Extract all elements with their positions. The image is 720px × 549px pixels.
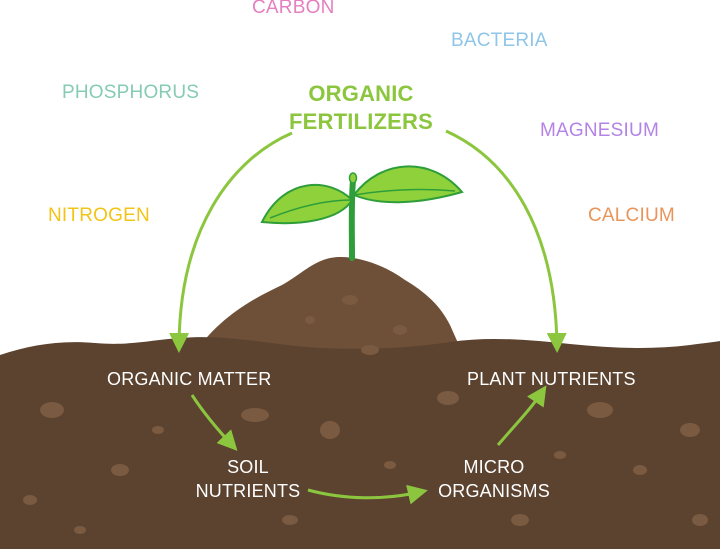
cycle-soil-nutrients: SOIL NUTRIENTS: [196, 455, 301, 503]
soil-nutrients-line-2: NUTRIENTS: [195, 481, 301, 501]
nutrient-bacteria: BACTERIA: [451, 30, 548, 51]
soil-pebbles: [23, 295, 708, 534]
nutrient-phosphorus: PHOSPHORUS: [62, 82, 200, 103]
micro-organisms-line-1: MICRO: [463, 457, 525, 477]
cycle-organic-matter: ORGANIC MATTER: [107, 369, 272, 389]
micro-organisms-line-2: ORGANISMS: [438, 481, 550, 501]
nutrient-calcium: CALCIUM: [588, 205, 675, 226]
nutrient-magnesium: MAGNESIUM: [540, 120, 659, 141]
cycle-micro-organisms: MICRO ORGANISMS: [438, 455, 550, 503]
seedling-icon: [260, 165, 464, 261]
diagram-title: ORGANIC FERTILIZERS: [289, 80, 433, 136]
arrow-micro-to-plant: [496, 385, 547, 446]
title-line-2: FERTILIZERS: [289, 109, 433, 134]
cycle-plant-nutrients: PLANT NUTRIENTS: [467, 369, 636, 389]
cycle-arrow-left: [169, 131, 293, 353]
arrow-organic-to-soil: [190, 394, 238, 451]
cycle-arrow-right: [445, 129, 567, 353]
title-line-1: ORGANIC: [308, 81, 414, 106]
soil-nutrients-line-1: SOIL: [227, 457, 269, 477]
nutrient-carbon: CARBON: [252, 0, 335, 18]
nutrient-nitrogen: NITROGEN: [48, 205, 150, 226]
arrow-soil-to-micro: [307, 484, 428, 505]
